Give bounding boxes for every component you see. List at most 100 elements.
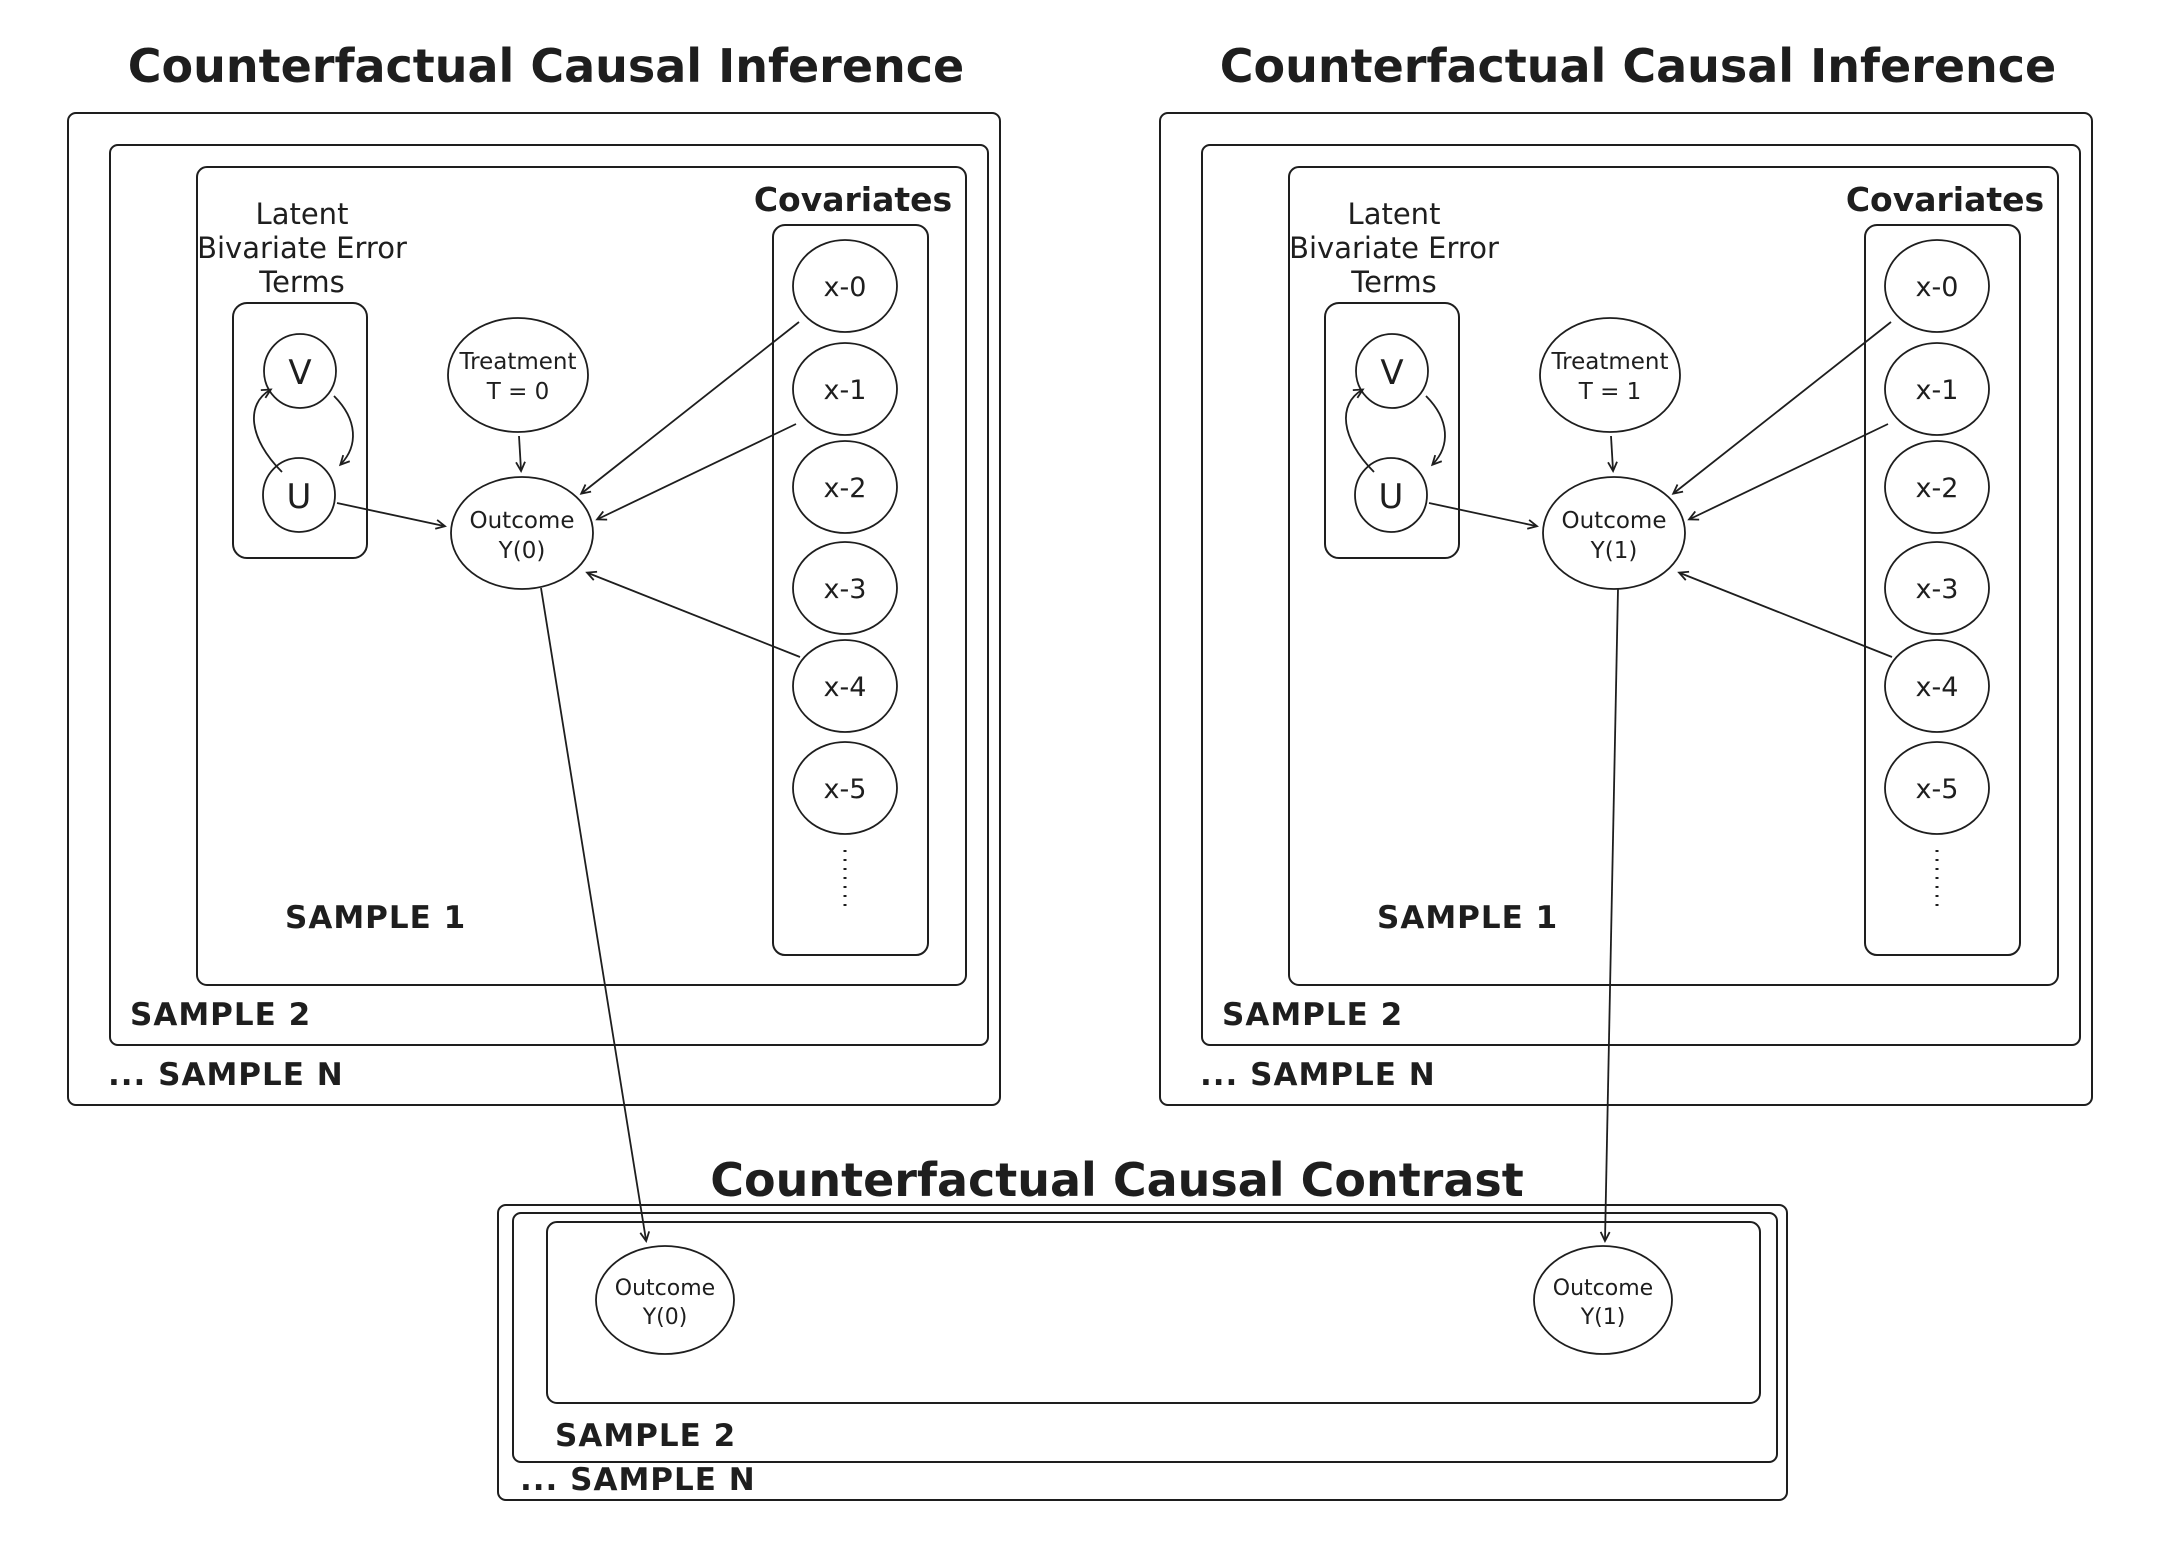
sample-1-box: [1288, 166, 2059, 986]
contrast-outcome-y0-node: [595, 1245, 735, 1355]
outcome-label-line1: Outcome: [470, 508, 575, 534]
sample-1-box: [196, 166, 967, 986]
u-node-label: U: [1379, 477, 1404, 517]
arrow-x4-to-outcome: [585, 570, 801, 658]
sample-2-label: SAMPLE 2: [130, 997, 311, 1033]
covariates-title: Covariates: [754, 180, 952, 219]
outcome-node: [450, 476, 594, 590]
covariate-node-x1: [1884, 342, 1990, 436]
contrast-y1-label-line2: Y(1): [1580, 1305, 1626, 1330]
treatment-label-line2: T = 0: [486, 379, 550, 405]
covariate-node-x3: [792, 541, 898, 635]
covariate-node-x5: [1884, 741, 1990, 835]
sample-n-box: [67, 112, 1001, 1106]
contrast-title: Counterfactual Causal Contrast: [710, 1153, 1524, 1207]
covariate-node-x2: [1884, 440, 1990, 534]
covariate-x0-label: x-0: [1916, 272, 1959, 303]
outcome-node: [1542, 476, 1686, 590]
contrast-y1-label-line1: Outcome: [1553, 1276, 1653, 1301]
v-node-label: V: [1380, 353, 1403, 393]
arrow-x1-to-outcome: [1687, 423, 1889, 521]
covariate-x4-label: x-4: [1916, 672, 1959, 703]
sample-2-label: SAMPLE 2: [555, 1418, 736, 1454]
sample-2-label: SAMPLE 2: [1222, 997, 1403, 1033]
covariates-box: [1864, 224, 2021, 956]
covariate-x3-label: x-3: [1916, 574, 1959, 605]
latent-label-line3: Terms: [258, 265, 344, 299]
covariate-x2-label: x-2: [824, 473, 867, 504]
covariate-x2-label: x-2: [1916, 473, 1959, 504]
v-node: [1355, 333, 1429, 409]
outcome-label-line2: Y(0): [498, 538, 546, 564]
u-node-label: U: [287, 477, 312, 517]
sample-n-box: [497, 1204, 1788, 1501]
contrast-y0-label-line1: Outcome: [615, 1276, 715, 1301]
covariate-node-x2: [792, 440, 898, 534]
covariate-x4-label: x-4: [824, 672, 867, 703]
error-terms-box: [232, 302, 368, 559]
covariate-node-x5: [792, 741, 898, 835]
sample-n-box: [1159, 112, 2093, 1106]
u-node: [262, 457, 336, 533]
sample-2-box: [512, 1212, 1778, 1463]
latent-label-line2: Bivariate Error: [1289, 231, 1499, 265]
arrow-v-to-u: [1425, 395, 1446, 467]
sample-1-label: SAMPLE 1: [285, 900, 466, 936]
latent-label-line1: Latent: [1348, 197, 1441, 231]
panel-right-title: Counterfactual Causal Inference: [1220, 39, 2057, 93]
sample-n-label: ... SAMPLE N: [520, 1462, 756, 1498]
covariate-x0-label: x-0: [824, 272, 867, 303]
covariate-x5-label: x-5: [824, 774, 867, 805]
arrow-x1-to-outcome: [595, 423, 797, 521]
latent-label-line1: Latent: [256, 197, 349, 231]
sample-n-label: ... SAMPLE N: [108, 1057, 344, 1093]
panel-left-title: Counterfactual Causal Inference: [128, 39, 965, 93]
panel-right: Counterfactual Causal Inference Latent B…: [1159, 39, 2093, 1244]
covariate-node-x1: [792, 342, 898, 436]
contrast-y0-label-line2: Y(0): [642, 1305, 688, 1330]
latent-label-line3: Terms: [1350, 265, 1436, 299]
panel-left: Counterfactual Causal Inference Latent B…: [67, 39, 1001, 1243]
covariate-x3-label: x-3: [824, 574, 867, 605]
arrow-outcome-to-contrast: [1599, 588, 1619, 1244]
covariates-box: [772, 224, 929, 956]
contrast-outcome-y1-node: [1533, 1245, 1673, 1355]
covariate-node-x0: [792, 239, 898, 333]
covariate-node-x3: [1884, 541, 1990, 635]
treatment-label-line1: Treatment: [458, 349, 576, 375]
covariate-node-x0: [1884, 239, 1990, 333]
covariate-x1-label: x-1: [1916, 375, 1959, 406]
outcome-label-line1: Outcome: [1562, 508, 1667, 534]
arrow-x0-to-outcome: [579, 321, 800, 495]
arrow-x4-to-outcome: [1677, 570, 1893, 658]
arrow-treatment-to-outcome: [515, 435, 526, 474]
covariates-title: Covariates: [1846, 180, 2044, 219]
covariate-node-x4: [792, 639, 898, 733]
treatment-label-line2: T = 1: [1578, 379, 1642, 405]
sample-2-box: [1201, 144, 2081, 1046]
arrow-u-to-outcome: [336, 502, 447, 530]
sample-1-box: [546, 1221, 1761, 1404]
sample-1-label: SAMPLE 1: [1377, 900, 1558, 936]
panel-contrast: Counterfactual Causal Contrast Outcome Y…: [497, 1153, 1788, 1501]
treatment-node: [447, 317, 589, 433]
treatment-label-line1: Treatment: [1550, 349, 1668, 375]
outcome-label-line2: Y(1): [1590, 538, 1638, 564]
latent-label-line2: Bivariate Error: [197, 231, 407, 265]
covariate-x1-label: x-1: [824, 375, 867, 406]
arrow-x0-to-outcome: [1671, 321, 1892, 495]
arrow-u-to-outcome: [1428, 502, 1539, 530]
arrow-u-to-v: [1345, 388, 1375, 473]
v-node: [263, 333, 337, 409]
error-terms-box: [1324, 302, 1460, 559]
sample-2-box: [109, 144, 989, 1046]
treatment-node: [1539, 317, 1681, 433]
sample-n-label: ... SAMPLE N: [1200, 1057, 1436, 1093]
covariate-x5-label: x-5: [1916, 774, 1959, 805]
covariate-node-x4: [1884, 639, 1990, 733]
arrow-outcome-to-contrast: [540, 587, 651, 1243]
v-node-label: V: [288, 353, 311, 393]
u-node: [1354, 457, 1428, 533]
